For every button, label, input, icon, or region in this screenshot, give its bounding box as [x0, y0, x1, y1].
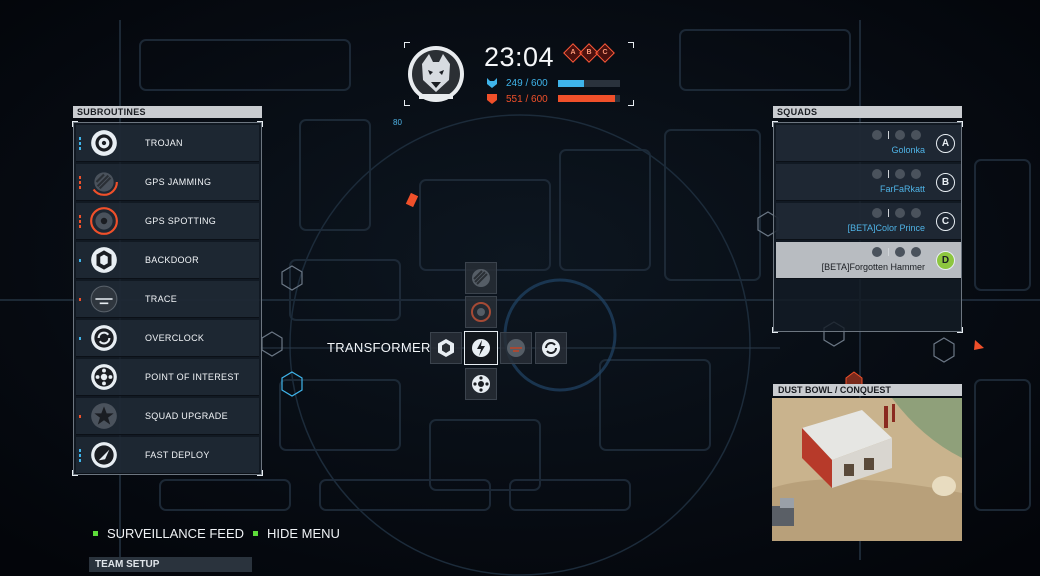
faction-emblem	[408, 46, 464, 102]
button-prompt-icon	[93, 531, 98, 536]
subroutine-charge-pips	[76, 448, 84, 462]
squad-letter-badge: A	[936, 134, 955, 153]
fast-deploy-icon	[88, 439, 120, 471]
squad-member-slots	[872, 208, 921, 218]
squad-row-a[interactable]: Golonka A	[776, 125, 961, 162]
overclock-icon	[88, 322, 120, 354]
team-red-tickets: 551 / 600	[506, 94, 548, 105]
backdoor-icon	[88, 244, 120, 276]
target-icon	[88, 127, 120, 159]
subroutine-charge-pips	[76, 214, 84, 228]
team-blue-icon	[487, 78, 497, 88]
squad-leader-name: Golonka	[891, 145, 925, 155]
subroutine-label: TROJAN	[145, 138, 183, 148]
radial-overclock-button[interactable]	[535, 332, 567, 364]
point-of-interest-icon	[472, 375, 490, 393]
subroutine-backdoor[interactable]: BACKDOOR	[76, 242, 259, 279]
radial-point-of-interest-button[interactable]	[465, 368, 497, 400]
trace-icon	[507, 339, 525, 357]
subroutine-charge-pips	[76, 175, 84, 189]
hud-frame-corner	[404, 42, 410, 48]
match-timer: 23:04	[484, 42, 555, 72]
hide-menu-label: HIDE MENU	[267, 526, 340, 541]
subroutine-label: TRACE	[145, 294, 178, 304]
subroutine-label: BACKDOOR	[145, 255, 199, 265]
star-icon	[88, 400, 120, 432]
squad-member-slots	[872, 130, 921, 140]
subroutine-trace[interactable]: TRACE	[76, 281, 259, 318]
squad-leader-name: [BETA]Forgotten Hammer	[821, 262, 925, 272]
squad-row-c[interactable]: [BETA]Color Prince C	[776, 203, 961, 240]
squad-member-slots	[872, 169, 921, 179]
map-mode-title: DUST BOWL / CONQUEST	[773, 384, 962, 396]
spotting-icon	[471, 302, 491, 322]
jamming-icon	[88, 166, 120, 198]
transformer-icon	[472, 339, 490, 357]
subroutine-squad-upgrade[interactable]: SQUAD UPGRADE	[76, 398, 259, 435]
jamming-icon	[472, 269, 490, 287]
subroutine-label: SQUAD UPGRADE	[145, 411, 228, 421]
radial-jamming-button[interactable]	[465, 262, 497, 294]
team-setup-tab[interactable]: TEAM SETUP	[89, 557, 252, 572]
map-preview-image	[772, 398, 962, 541]
trace-icon	[88, 283, 120, 315]
team-red-icon	[487, 94, 497, 104]
squad-row-b[interactable]: FarFaRkatt B	[776, 164, 961, 201]
map-marker-label: 80	[393, 118, 402, 127]
team-blue-ticket-bar	[558, 80, 620, 87]
subroutine-fast-deploy[interactable]: FAST DEPLOY	[76, 437, 259, 474]
squad-member-slots	[872, 247, 921, 257]
radial-spotting-button[interactable]	[465, 296, 497, 328]
hud-frame-corner	[628, 42, 634, 48]
team-red-ticket-bar	[558, 95, 620, 102]
team-blue-tickets: 249 / 600	[506, 78, 548, 89]
surveillance-feed-hint[interactable]: SURVEILLANCE FEED	[93, 526, 244, 541]
spotting-icon	[88, 205, 120, 237]
subroutine-charge-pips	[76, 297, 84, 301]
subroutine-gps-jamming[interactable]: GPS JAMMING	[76, 164, 259, 201]
subroutine-charge-pips	[76, 336, 84, 340]
button-prompt-icon	[253, 531, 258, 536]
subroutine-label: GPS JAMMING	[145, 177, 212, 187]
subroutines-title: SUBROUTINES	[73, 106, 262, 118]
radial-backdoor-button[interactable]	[430, 332, 462, 364]
squad-letter-badge: B	[936, 173, 955, 192]
point-of-interest-icon	[88, 361, 120, 393]
subroutine-overclock[interactable]: OVERCLOCK	[76, 320, 259, 357]
hud-frame-corner	[628, 100, 634, 106]
squad-letter-badge: D	[936, 251, 955, 270]
squads-title: SQUADS	[773, 106, 962, 118]
hud-frame-corner	[404, 100, 410, 106]
squad-leader-name: FarFaRkatt	[879, 184, 925, 194]
subroutine-point-of-interest[interactable]: POINT OF INTEREST	[76, 359, 259, 396]
squad-leader-name: [BETA]Color Prince	[847, 223, 925, 233]
subroutine-label: POINT OF INTEREST	[145, 372, 240, 382]
overclock-icon	[542, 339, 560, 357]
squad-letter-badge: C	[936, 212, 955, 231]
subroutine-label: FAST DEPLOY	[145, 450, 210, 460]
subroutines-panel: TROJAN GPS JAMMING GPS SPOTTING BACKDOOR TRA…	[72, 121, 263, 476]
surveillance-feed-label: SURVEILLANCE FEED	[107, 526, 245, 541]
subroutine-label: GPS SPOTTING	[145, 216, 217, 226]
subroutine-charge-pips	[76, 258, 84, 262]
subroutine-charge-pips	[76, 414, 84, 418]
subroutine-charge-pips	[76, 136, 84, 150]
subroutine-gps-spotting[interactable]: GPS SPOTTING	[76, 203, 259, 240]
radial-selected-label: TRANSFORMER	[327, 340, 431, 355]
backdoor-icon	[438, 339, 454, 357]
squad-row-d[interactable]: [BETA]Forgotten Hammer D	[776, 242, 961, 279]
subroutine-label: OVERCLOCK	[145, 333, 205, 343]
subroutine-trojan[interactable]: TROJAN	[76, 125, 259, 162]
radial-trace-button[interactable]	[500, 332, 532, 364]
radial-transformer-button[interactable]	[464, 331, 498, 365]
hide-menu-hint[interactable]: HIDE MENU	[253, 526, 340, 541]
